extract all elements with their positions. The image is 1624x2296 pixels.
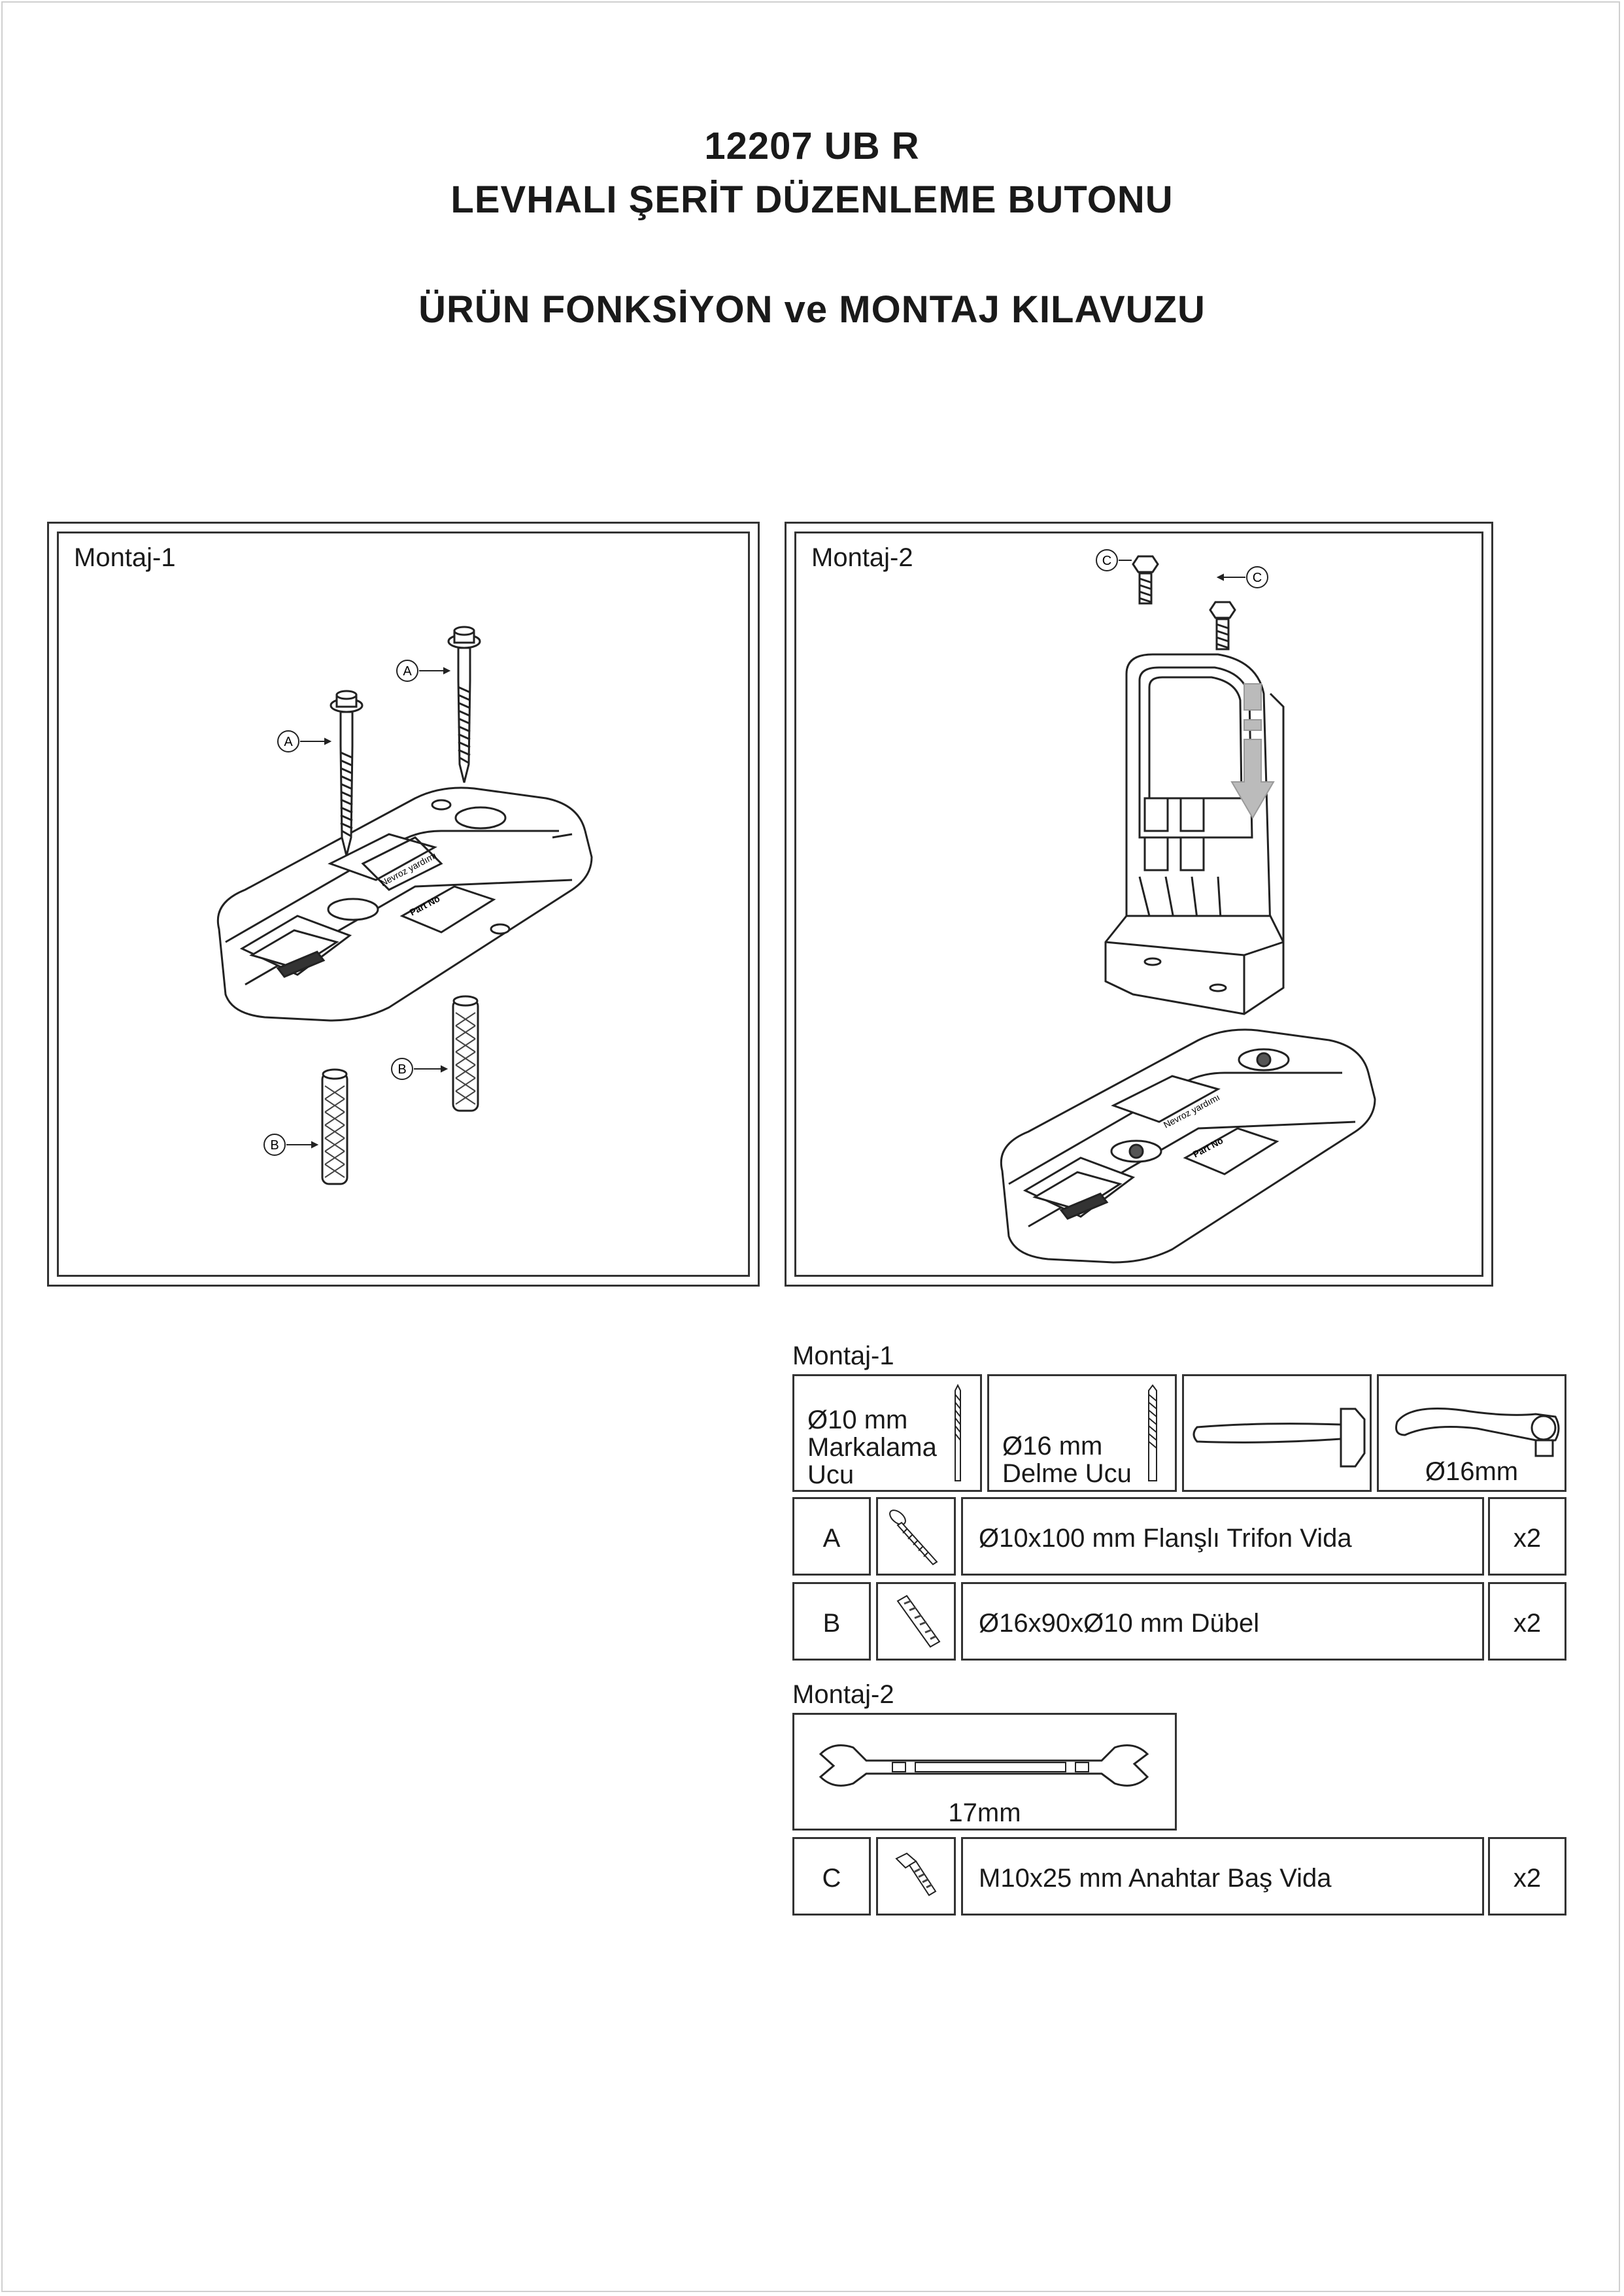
section-label-montaj-1: Montaj-1 [792,1342,894,1370]
tool-cell: 17mm [792,1713,1177,1831]
part-description: Ø10x100 mm Flanşlı Trifon Vida [979,1524,1352,1553]
part-qty-cell: x2 [1488,1837,1566,1916]
montaj-1-illustration: Nevroz yardımı Part No A A [216,626,593,1185]
wall-plug-icon [321,1068,348,1185]
part-code-cell: B [792,1582,871,1661]
sign-plate [1104,653,1285,1015]
product-name: LEVHALI ŞERİT DÜZENLEME BUTONU [450,178,1174,221]
ratchet-wrench-icon [1395,1408,1560,1457]
tool-cell: Ø10 mm Markalama Ucu [792,1374,982,1492]
flange-screw-icon [447,626,481,783]
wall-plug-icon [452,995,479,1112]
wall-plug-icon [896,1595,941,1648]
part-code: C [822,1864,841,1893]
part-code-cell: C [792,1837,871,1916]
tool-cell: Ø16mm [1377,1374,1566,1492]
part-description: Ø16x90xØ10 mm Dübel [979,1609,1260,1638]
product-code: 12207 UB R [704,125,920,167]
guide-title: ÜRÜN FONKSİYON ve MONTAJ KILAVUZU [418,288,1206,331]
callout-c: C [1253,571,1262,585]
part-qty: x2 [1513,1609,1542,1638]
part-icon-cell [876,1837,956,1916]
part-qty: x2 [1513,1524,1542,1553]
callout-b: B [270,1138,279,1153]
hammer-icon [1193,1408,1366,1468]
part-code-cell: A [792,1497,871,1576]
tool-cell [1182,1374,1372,1492]
tool-text: Ø10 mm Markalama Ucu [807,1406,937,1489]
callout-a: A [403,664,412,679]
tool-cell: Ø16 mm Delme Ucu [987,1374,1177,1492]
tool-text: Ø16 mm Delme Ucu [1002,1432,1132,1488]
drill-bit-icon [955,1383,961,1481]
open-end-wrench-icon [819,1744,1149,1787]
tool-caption: Ø16mm [1425,1457,1519,1486]
part-qty-cell: x2 [1488,1497,1566,1576]
section-label-montaj-2: Montaj-2 [792,1680,894,1709]
montaj-2-panel: Montaj-2 C C [785,522,1493,1287]
part-qty-cell: x2 [1488,1582,1566,1661]
callout-c: C [1102,554,1111,568]
part-description-cell: M10x25 mm Anahtar Baş Vida [961,1837,1484,1916]
flange-screw-icon [330,690,364,856]
montaj-1-panel: Montaj-1 Nevroz yardımı Part No [47,522,760,1287]
part-description-cell: Ø16x90xØ10 mm Dübel [961,1582,1484,1661]
panel-title: Montaj-1 [74,543,176,572]
down-arrow-icon [1230,683,1275,819]
part-code: A [822,1524,841,1553]
part-icon-cell [876,1497,956,1576]
part-code: B [822,1609,841,1638]
drill-bit-icon [1148,1384,1157,1481]
callout-a: A [284,735,293,749]
road-stud-base [1000,1028,1376,1264]
panel-inner-frame [57,532,750,1277]
part-description: M10x25 mm Anahtar Baş Vida [979,1864,1332,1893]
panel-title: Montaj-2 [811,543,913,572]
hex-bolt-icon [895,1852,937,1897]
montaj-2-illustration: C C [1000,549,1376,1264]
part-description-cell: Ø10x100 mm Flanşlı Trifon Vida [961,1497,1484,1576]
tool-caption: 17mm [948,1798,1021,1827]
part-icon-cell [876,1582,956,1661]
callout-b: B [398,1062,406,1077]
road-stud-base [216,786,593,1022]
part-qty: x2 [1513,1864,1542,1893]
flange-screw-icon [889,1510,938,1566]
panel-inner-frame [794,532,1483,1277]
hex-bolt-icon [1132,555,1236,650]
